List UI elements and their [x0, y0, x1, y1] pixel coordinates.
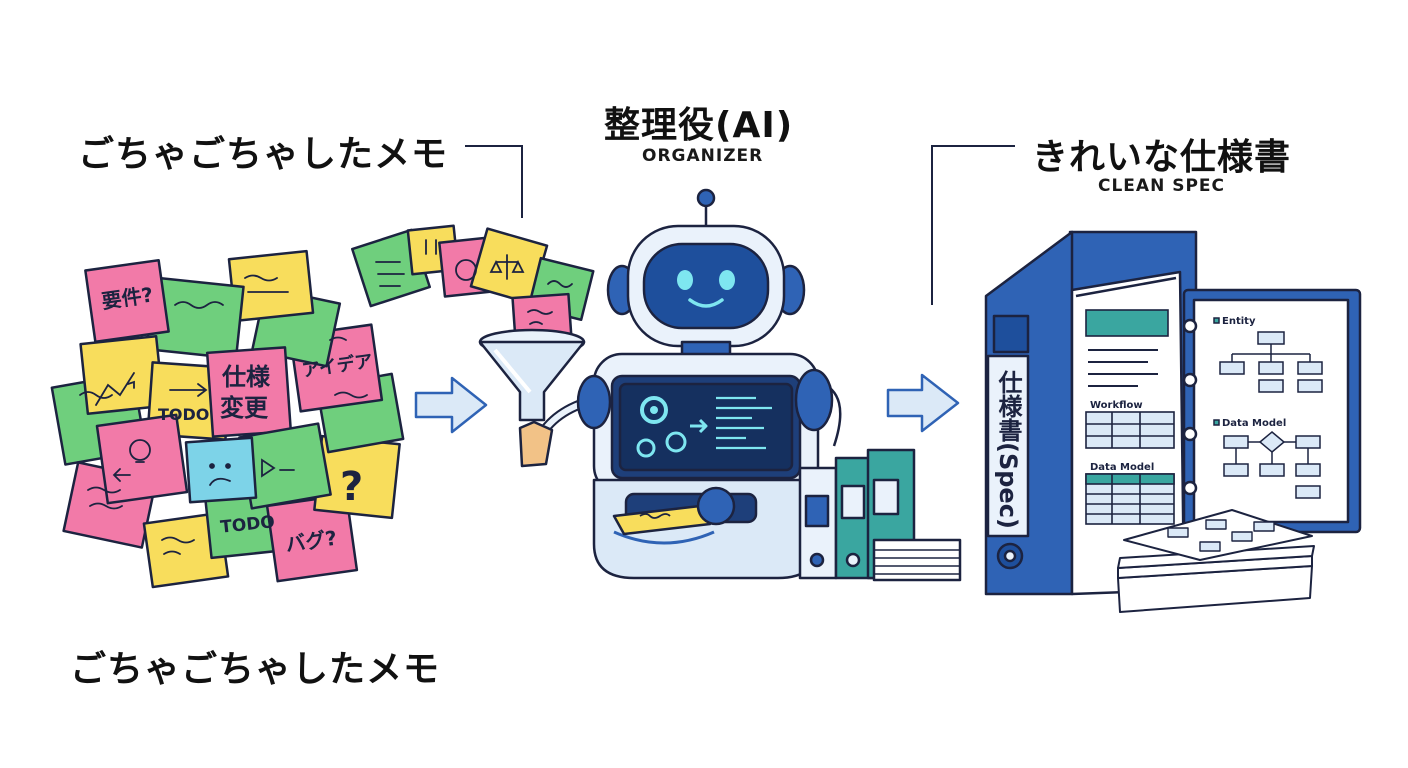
note-change: 変更 — [220, 394, 269, 422]
arrow-to-spec — [886, 373, 960, 433]
right-connector-line — [931, 145, 1015, 305]
messy-notes-pile — [50, 249, 405, 589]
funnel — [478, 328, 586, 422]
note-question: ? — [340, 464, 363, 510]
left-connector-line — [465, 145, 523, 218]
loose-spec-sheets — [1117, 509, 1315, 613]
arrow-to-organizer — [414, 376, 488, 434]
robot-organizer — [518, 188, 842, 580]
note-spec: 仕様 — [221, 363, 271, 391]
middle-subheading: ORGANIZER — [642, 146, 764, 166]
section-data-model: Data Model — [1090, 462, 1154, 473]
spec-page-content — [1085, 309, 1175, 525]
entity-diagram — [1213, 317, 1323, 499]
middle-heading: 整理役(AI) — [604, 105, 794, 146]
note-todo-1: TODO — [158, 405, 209, 424]
page-label-data-model: Data Model — [1222, 418, 1286, 429]
left-heading: ごちゃごちゃしたメモ — [78, 134, 449, 175]
binders-stack — [798, 448, 962, 582]
right-heading: きれいな仕様書 — [1032, 137, 1292, 178]
right-subheading: CLEAN SPEC — [1098, 176, 1226, 196]
spec-page-labels: Workflow Data Model Entity Data Model — [1090, 316, 1286, 473]
section-workflow: Workflow — [1090, 400, 1143, 411]
incoming-notes — [350, 224, 595, 344]
note-scribbles — [79, 274, 368, 555]
incoming-note-details — [375, 239, 573, 325]
binder-spine-label: 仕様書(Spec) — [994, 369, 1023, 529]
page-label-entity: Entity — [1222, 316, 1256, 327]
left-caption: ごちゃごちゃしたメモ — [70, 649, 441, 690]
